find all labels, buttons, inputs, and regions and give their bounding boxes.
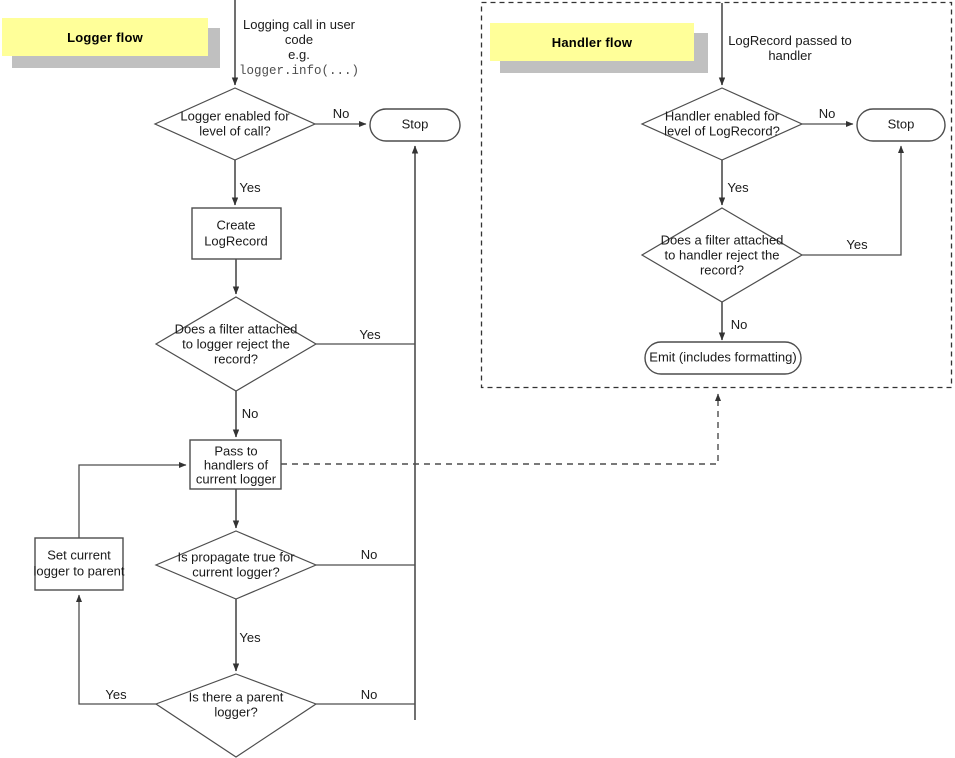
node-logger-filter-line2: to logger reject the: [182, 336, 290, 351]
node-create-logrecord-line2: LogRecord: [204, 233, 268, 248]
node-logger-enabled-line2: level of call?: [199, 123, 271, 138]
node-logger-stop[interactable]: [369, 108, 461, 142]
node-is-propagate-line2: current logger?: [192, 564, 279, 579]
node-set-current-logger[interactable]: [34, 537, 124, 591]
edge-label-logger-filter-no: No: [242, 406, 259, 421]
edge-label-logger-enabled-no: No: [333, 106, 350, 121]
node-pass-to-handlers-line3: current logger: [196, 471, 277, 486]
node-pass-to-handlers-line2: handlers of: [204, 457, 269, 472]
node-handler-filter-line2: to handler reject the: [665, 247, 780, 262]
handler-flow-group-border: [480, 1, 953, 389]
edge-label-handler-enabled-no: No: [819, 106, 836, 121]
edge-handler-filter-yes: [802, 145, 904, 256]
node-create-logrecord[interactable]: [191, 207, 282, 260]
node-parent-logger-line1: Is there a parent: [189, 689, 284, 704]
logger-entry-caption-line1: Logging call in user: [243, 17, 356, 32]
edge-parent-logger-yes: [76, 594, 156, 705]
edge-label-handler-enabled-yes: Yes: [727, 180, 749, 195]
node-set-current-logger-line1: Set current: [47, 547, 111, 562]
node-is-propagate-line1: Is propagate true for: [177, 549, 295, 564]
logger-flow-banner-body: Logger flow: [2, 18, 208, 56]
node-emit[interactable]: [644, 341, 802, 375]
node-logger-filter-line3: record?: [214, 351, 258, 366]
node-parent-logger[interactable]: [154, 673, 318, 758]
edge-label-propagate-yes: Yes: [239, 630, 261, 645]
edge-label-parent-logger-yes: Yes: [105, 687, 127, 702]
node-handler-enabled-line1: Handler enabled for: [665, 108, 780, 123]
node-emit-label: Emit (includes formatting): [649, 349, 796, 364]
node-pass-to-handlers[interactable]: [189, 439, 282, 490]
logger-entry-caption-code: logger.info(...): [239, 64, 359, 78]
node-handler-enabled-line2: level of LogRecord?: [664, 123, 780, 138]
edge-label-handler-filter-yes: Yes: [846, 237, 868, 252]
edge-set-current-logger-to-pass: [78, 462, 187, 538]
node-logger-filter-line1: Does a filter attached: [175, 321, 298, 336]
logger-entry-caption-line2: code: [285, 32, 313, 47]
handler-entry-caption-line1: LogRecord passed to: [728, 33, 852, 48]
node-logger-enabled-line1: Logger enabled for: [180, 108, 290, 123]
node-handler-filter-line3: record?: [700, 262, 744, 277]
node-handler-stop-label: Stop: [888, 116, 915, 131]
handler-flow-banner: Handler flow: [490, 23, 708, 73]
handler-flow-banner-label: Handler flow: [551, 34, 633, 50]
node-create-logrecord-line1: Create: [216, 217, 255, 232]
logger-entry-caption-line3: e.g.: [288, 47, 310, 62]
node-logger-stop-label: Stop: [402, 116, 429, 131]
edge-label-logger-enabled-yes: Yes: [239, 180, 261, 195]
logger-flow-banner: Logger flow: [2, 18, 220, 68]
node-handler-stop[interactable]: [856, 108, 946, 142]
node-handler-filter-line1: Does a filter attached: [661, 232, 784, 247]
edge-label-logger-filter-yes: Yes: [359, 327, 381, 342]
edge-pass-to-handler-flow: [281, 393, 721, 465]
logger-flow-banner-label: Logger flow: [67, 29, 143, 45]
node-parent-logger-line2: logger?: [214, 704, 257, 719]
node-set-current-logger-line2: logger to parent: [33, 563, 124, 578]
edge-label-parent-logger-no: No: [361, 687, 378, 702]
node-pass-to-handlers-line1: Pass to: [214, 443, 257, 458]
handler-entry-caption-line2: handler: [768, 48, 812, 63]
handler-flow-banner-body: Handler flow: [490, 23, 694, 61]
edge-label-propagate-no: No: [361, 547, 378, 562]
edge-label-handler-filter-no: No: [731, 317, 748, 332]
